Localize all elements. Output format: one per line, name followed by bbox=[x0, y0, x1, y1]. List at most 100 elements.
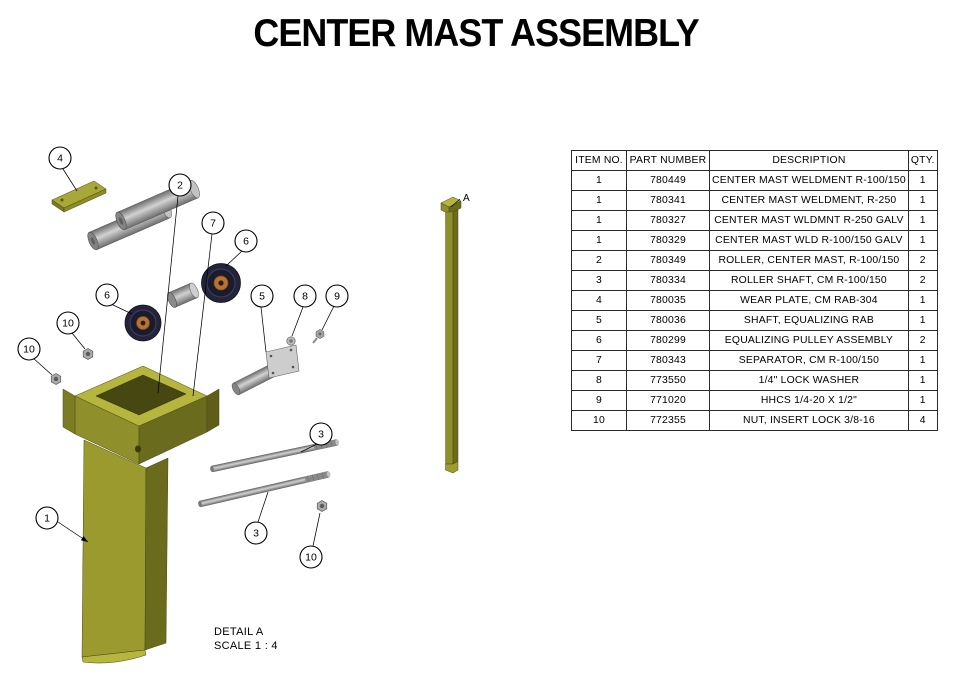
cell-part-number: 780035 bbox=[626, 290, 710, 311]
svg-text:1: 1 bbox=[44, 513, 50, 525]
cell-part-number: 780327 bbox=[626, 210, 710, 231]
cell-qty: 4 bbox=[907, 410, 938, 431]
page-title: CENTER MAST ASSEMBLY bbox=[0, 12, 953, 56]
lock-nut-part bbox=[82, 348, 94, 360]
page-title-text: CENTER MAST ASSEMBLY bbox=[253, 12, 700, 55]
cell-qty: 2 bbox=[907, 250, 938, 271]
detail-a-caption: DETAIL A SCALE 1 : 4 bbox=[214, 626, 278, 654]
cell-description: WEAR PLATE, CM RAB-304 bbox=[709, 290, 909, 311]
balloon-3: 3 bbox=[309, 422, 333, 446]
roller-shaft-part bbox=[210, 439, 340, 473]
cell-qty: 1 bbox=[907, 390, 938, 411]
cell-description: ROLLER SHAFT, CM R-100/150 bbox=[709, 270, 909, 291]
wear-plate-part bbox=[51, 180, 107, 213]
cell-qty: 1 bbox=[907, 230, 938, 251]
detail-a-view: A bbox=[440, 193, 470, 474]
cell-description: CENTER MAST WELDMENT, R-250 bbox=[709, 190, 909, 211]
svg-text:4: 4 bbox=[57, 153, 63, 165]
header-part-number: PART NUMBER bbox=[626, 150, 710, 171]
balloon-6: 6 bbox=[95, 283, 119, 307]
balloon-10: 10 bbox=[56, 311, 80, 335]
cell-description: CENTER MAST WLD R-100/150 GALV bbox=[709, 230, 909, 251]
cell-part-number: 780449 bbox=[626, 170, 710, 191]
cell-qty: 1 bbox=[907, 190, 938, 211]
roller-shaft-part bbox=[198, 471, 331, 508]
cell-description: ROLLER, CENTER MAST, R-100/150 bbox=[709, 250, 909, 271]
balloon-1: 1 bbox=[35, 506, 59, 530]
balloon-7: 7 bbox=[201, 211, 225, 235]
cell-description: NUT, INSERT LOCK 3/8-16 bbox=[709, 410, 909, 431]
separator-part bbox=[167, 282, 199, 308]
cell-part-number: 780299 bbox=[626, 330, 710, 351]
cell-qty: 1 bbox=[907, 290, 938, 311]
cell-description: CENTER MAST WELDMENT R-100/150 bbox=[709, 170, 909, 191]
cell-part-number: 780349 bbox=[626, 250, 710, 271]
cell-item-no: 8 bbox=[571, 370, 627, 391]
balloon-5: 5 bbox=[250, 284, 274, 308]
svg-text:3: 3 bbox=[253, 528, 259, 540]
lock-nut-part bbox=[316, 500, 328, 512]
cell-part-number: 780343 bbox=[626, 350, 710, 371]
cell-item-no: 2 bbox=[571, 250, 627, 271]
table-header-row: ITEM NO. PART NUMBER DESCRIPTION QTY. bbox=[571, 150, 938, 171]
balloon-3: 3 bbox=[244, 521, 268, 545]
exploded-view: A 4 2 7 6 6 5 8 bbox=[17, 146, 470, 664]
svg-text:9: 9 bbox=[334, 291, 340, 303]
cell-qty: 1 bbox=[907, 170, 938, 191]
balloon-6: 6 bbox=[234, 229, 258, 253]
cell-qty: 1 bbox=[907, 310, 938, 331]
cell-part-number: 780329 bbox=[626, 230, 710, 251]
cell-item-no: 6 bbox=[571, 330, 627, 351]
cell-description: CENTER MAST WLDMNT R-250 GALV bbox=[709, 210, 909, 231]
balloon-4: 4 bbox=[48, 146, 72, 170]
cell-qty: 2 bbox=[907, 270, 938, 291]
detail-a-marker: A bbox=[463, 193, 470, 204]
cell-qty: 2 bbox=[907, 330, 938, 351]
svg-text:8: 8 bbox=[302, 291, 308, 303]
center-mast-weldment-part bbox=[62, 365, 220, 664]
cell-description: EQUALIZING PULLEY ASSEMBLY bbox=[709, 330, 909, 351]
cell-qty: 1 bbox=[907, 350, 938, 371]
cell-part-number: 780341 bbox=[626, 190, 710, 211]
header-description: DESCRIPTION bbox=[709, 150, 909, 171]
cell-part-number: 780334 bbox=[626, 270, 710, 291]
svg-text:3: 3 bbox=[318, 429, 324, 441]
equalizing-pulley-part bbox=[201, 263, 241, 303]
leader-lines bbox=[32, 168, 335, 547]
svg-text:2: 2 bbox=[177, 180, 183, 192]
cell-description: SHAFT, EQUALIZING RAB bbox=[709, 310, 909, 331]
balloon-9: 9 bbox=[325, 284, 349, 308]
detail-a-caption-line1: DETAIL A bbox=[214, 626, 264, 638]
cell-part-number: 773550 bbox=[626, 370, 710, 391]
cell-item-no: 1 bbox=[571, 230, 627, 251]
cell-part-number: 771020 bbox=[626, 390, 710, 411]
equalizing-pulley-part bbox=[124, 304, 162, 342]
cell-item-no: 1 bbox=[571, 190, 627, 211]
cell-item-no: 9 bbox=[571, 390, 627, 411]
svg-text:10: 10 bbox=[23, 344, 35, 356]
cell-item-no: 4 bbox=[571, 290, 627, 311]
svg-text:7: 7 bbox=[210, 218, 216, 230]
svg-text:5: 5 bbox=[259, 291, 265, 303]
balloon-10: 10 bbox=[17, 337, 41, 361]
equalizing-shaft-part bbox=[231, 344, 300, 396]
cell-item-no: 3 bbox=[571, 270, 627, 291]
hex-bolt-part bbox=[312, 329, 325, 344]
header-qty: QTY. bbox=[907, 150, 938, 171]
cell-item-no: 7 bbox=[571, 350, 627, 371]
mast-hole bbox=[135, 445, 141, 453]
